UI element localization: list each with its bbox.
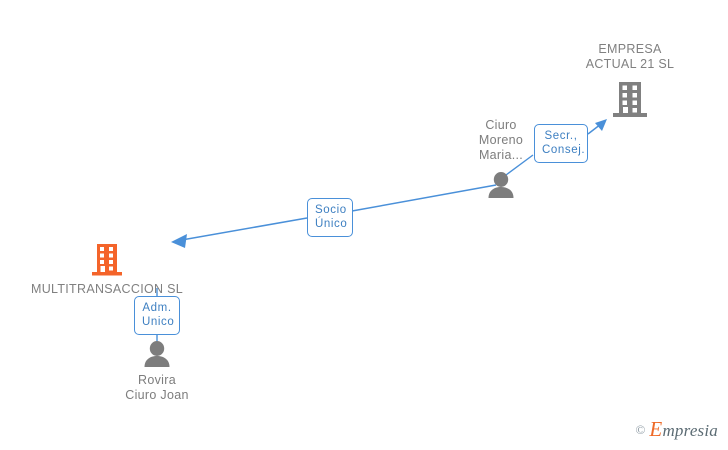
building-icon: [92, 243, 122, 276]
node-ciuro-moreno-label: Ciuro Moreno Maria...: [478, 118, 524, 162]
person-icon: [487, 172, 515, 198]
brand-initial: E: [649, 417, 663, 441]
edge-secretario: [587, 119, 607, 135]
relation-chip-socio-unico[interactable]: Socio Único: [307, 198, 353, 237]
node-empresa-actual-label: EMPRESA ACTUAL 21 SL: [585, 42, 675, 71]
node-ciuro-moreno[interactable]: Ciuro Moreno Maria...: [455, 118, 547, 202]
brand-name: Empresia: [649, 417, 718, 442]
brand-rest: mpresia: [662, 421, 718, 440]
node-empresa-actual[interactable]: EMPRESA ACTUAL 21 SL: [566, 42, 694, 118]
node-rovira-ciuro-label: Rovira Ciuro Joan: [125, 373, 189, 402]
empresia-watermark: © Empresia: [636, 417, 718, 442]
relation-chip-secretario[interactable]: Secr., Consej.: [534, 124, 588, 163]
node-rovira-ciuro[interactable]: Rovira Ciuro Joan: [111, 341, 203, 403]
node-multitransaccion-label: MULTITRANSACCION SL: [30, 282, 183, 296]
copyright-icon: ©: [635, 421, 646, 437]
person-icon: [143, 341, 171, 367]
relation-chip-adm-unico[interactable]: Adm. Unico: [134, 296, 180, 335]
building-icon: [613, 81, 647, 118]
node-multitransaccion[interactable]: MULTITRANSACCION SL: [27, 243, 187, 299]
